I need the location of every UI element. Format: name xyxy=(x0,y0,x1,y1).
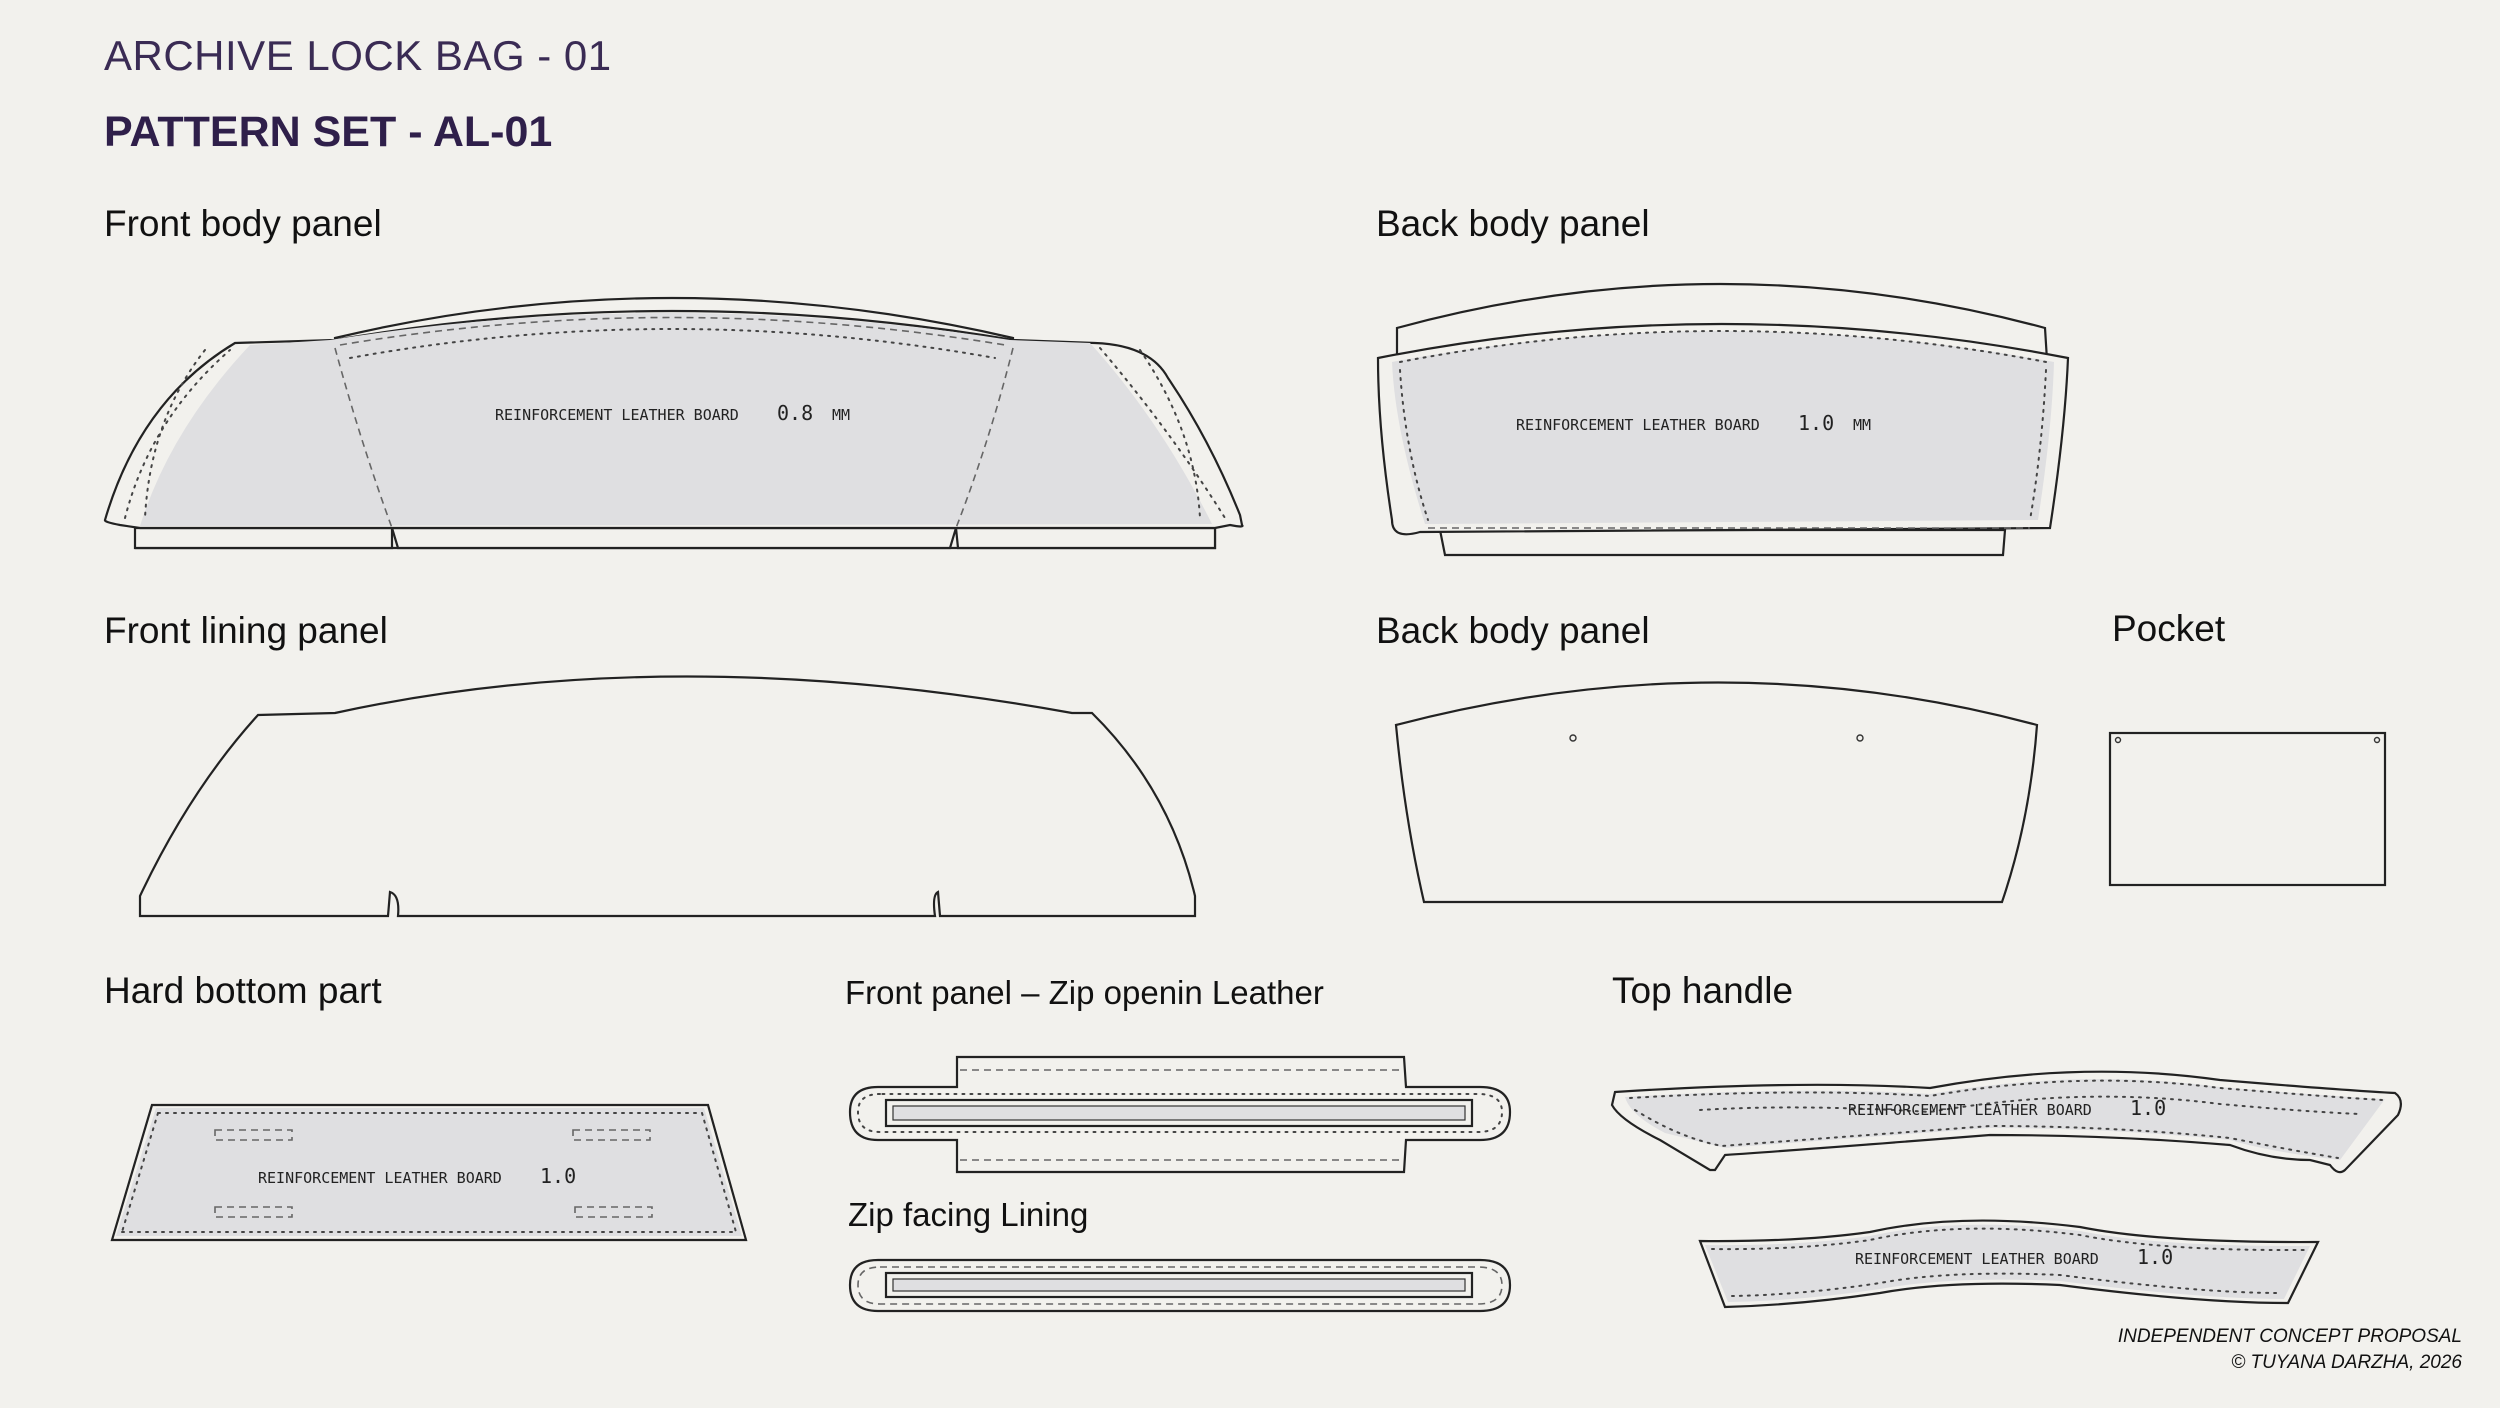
label-back-body-lining-panel: Back body panel xyxy=(1376,610,1650,651)
top-handle-lower-piece xyxy=(1698,1219,2320,1309)
project-title: ARCHIVE LOCK BAG - 01 xyxy=(104,32,612,79)
pattern-set-title: PATTERN SET - AL-01 xyxy=(104,108,553,156)
pocket-panel xyxy=(2108,731,2387,887)
board-label-handle-bottom: REINFORCEMENT LEATHER BOARD xyxy=(1855,1250,2099,1268)
footer-copyright: © TUYANA DARZHA, 2026 xyxy=(2231,1352,2462,1373)
board-label-hard-bottom: REINFORCEMENT LEATHER BOARD xyxy=(258,1169,502,1187)
board-thickness-hard-bottom: 1.0 xyxy=(540,1164,576,1188)
hard-bottom-part xyxy=(110,1103,748,1242)
board-thickness-front-body: 0.8 xyxy=(777,401,813,425)
label-top-handle: Top handle xyxy=(1612,970,1794,1011)
board-thickness-back-body: 1.0 xyxy=(1798,411,1834,435)
board-label-back-body: REINFORCEMENT LEATHER BOARD xyxy=(1516,416,1760,434)
label-front-body-panel: Front body panel xyxy=(104,203,382,244)
top-handle-upper-piece xyxy=(1610,1070,2402,1174)
label-front-lining-panel: Front lining panel xyxy=(104,610,388,651)
board-unit-front-body: MM xyxy=(832,406,850,424)
label-zip-facing-lining: Zip facing Lining xyxy=(848,1196,1089,1233)
board-thickness-handle-top: 1.0 xyxy=(2130,1096,2166,1120)
label-back-body-panel: Back body panel xyxy=(1376,203,1650,244)
back-body-panel xyxy=(1376,282,2070,557)
label-pocket: Pocket xyxy=(2112,608,2226,649)
front-lining-panel xyxy=(138,675,1197,918)
label-hard-bottom-part: Hard bottom part xyxy=(104,970,382,1011)
board-label-front-body: REINFORCEMENT LEATHER BOARD xyxy=(495,406,739,424)
front-body-panel xyxy=(103,296,1244,550)
zip-facing-lining-piece xyxy=(848,1258,1512,1313)
zip-opening-leather-piece xyxy=(848,1055,1512,1174)
label-zip-opening-leather: Front panel – Zip openin Leather xyxy=(845,974,1324,1011)
board-label-handle-top: REINFORCEMENT LEATHER BOARD xyxy=(1848,1101,2092,1119)
footer-concept-note: INDEPENDENT CONCEPT PROPOSAL xyxy=(2117,1326,2462,1347)
back-body-lining-panel xyxy=(1394,681,2039,904)
board-unit-back-body: MM xyxy=(1853,416,1871,434)
board-thickness-handle-bottom: 1.0 xyxy=(2137,1245,2173,1269)
